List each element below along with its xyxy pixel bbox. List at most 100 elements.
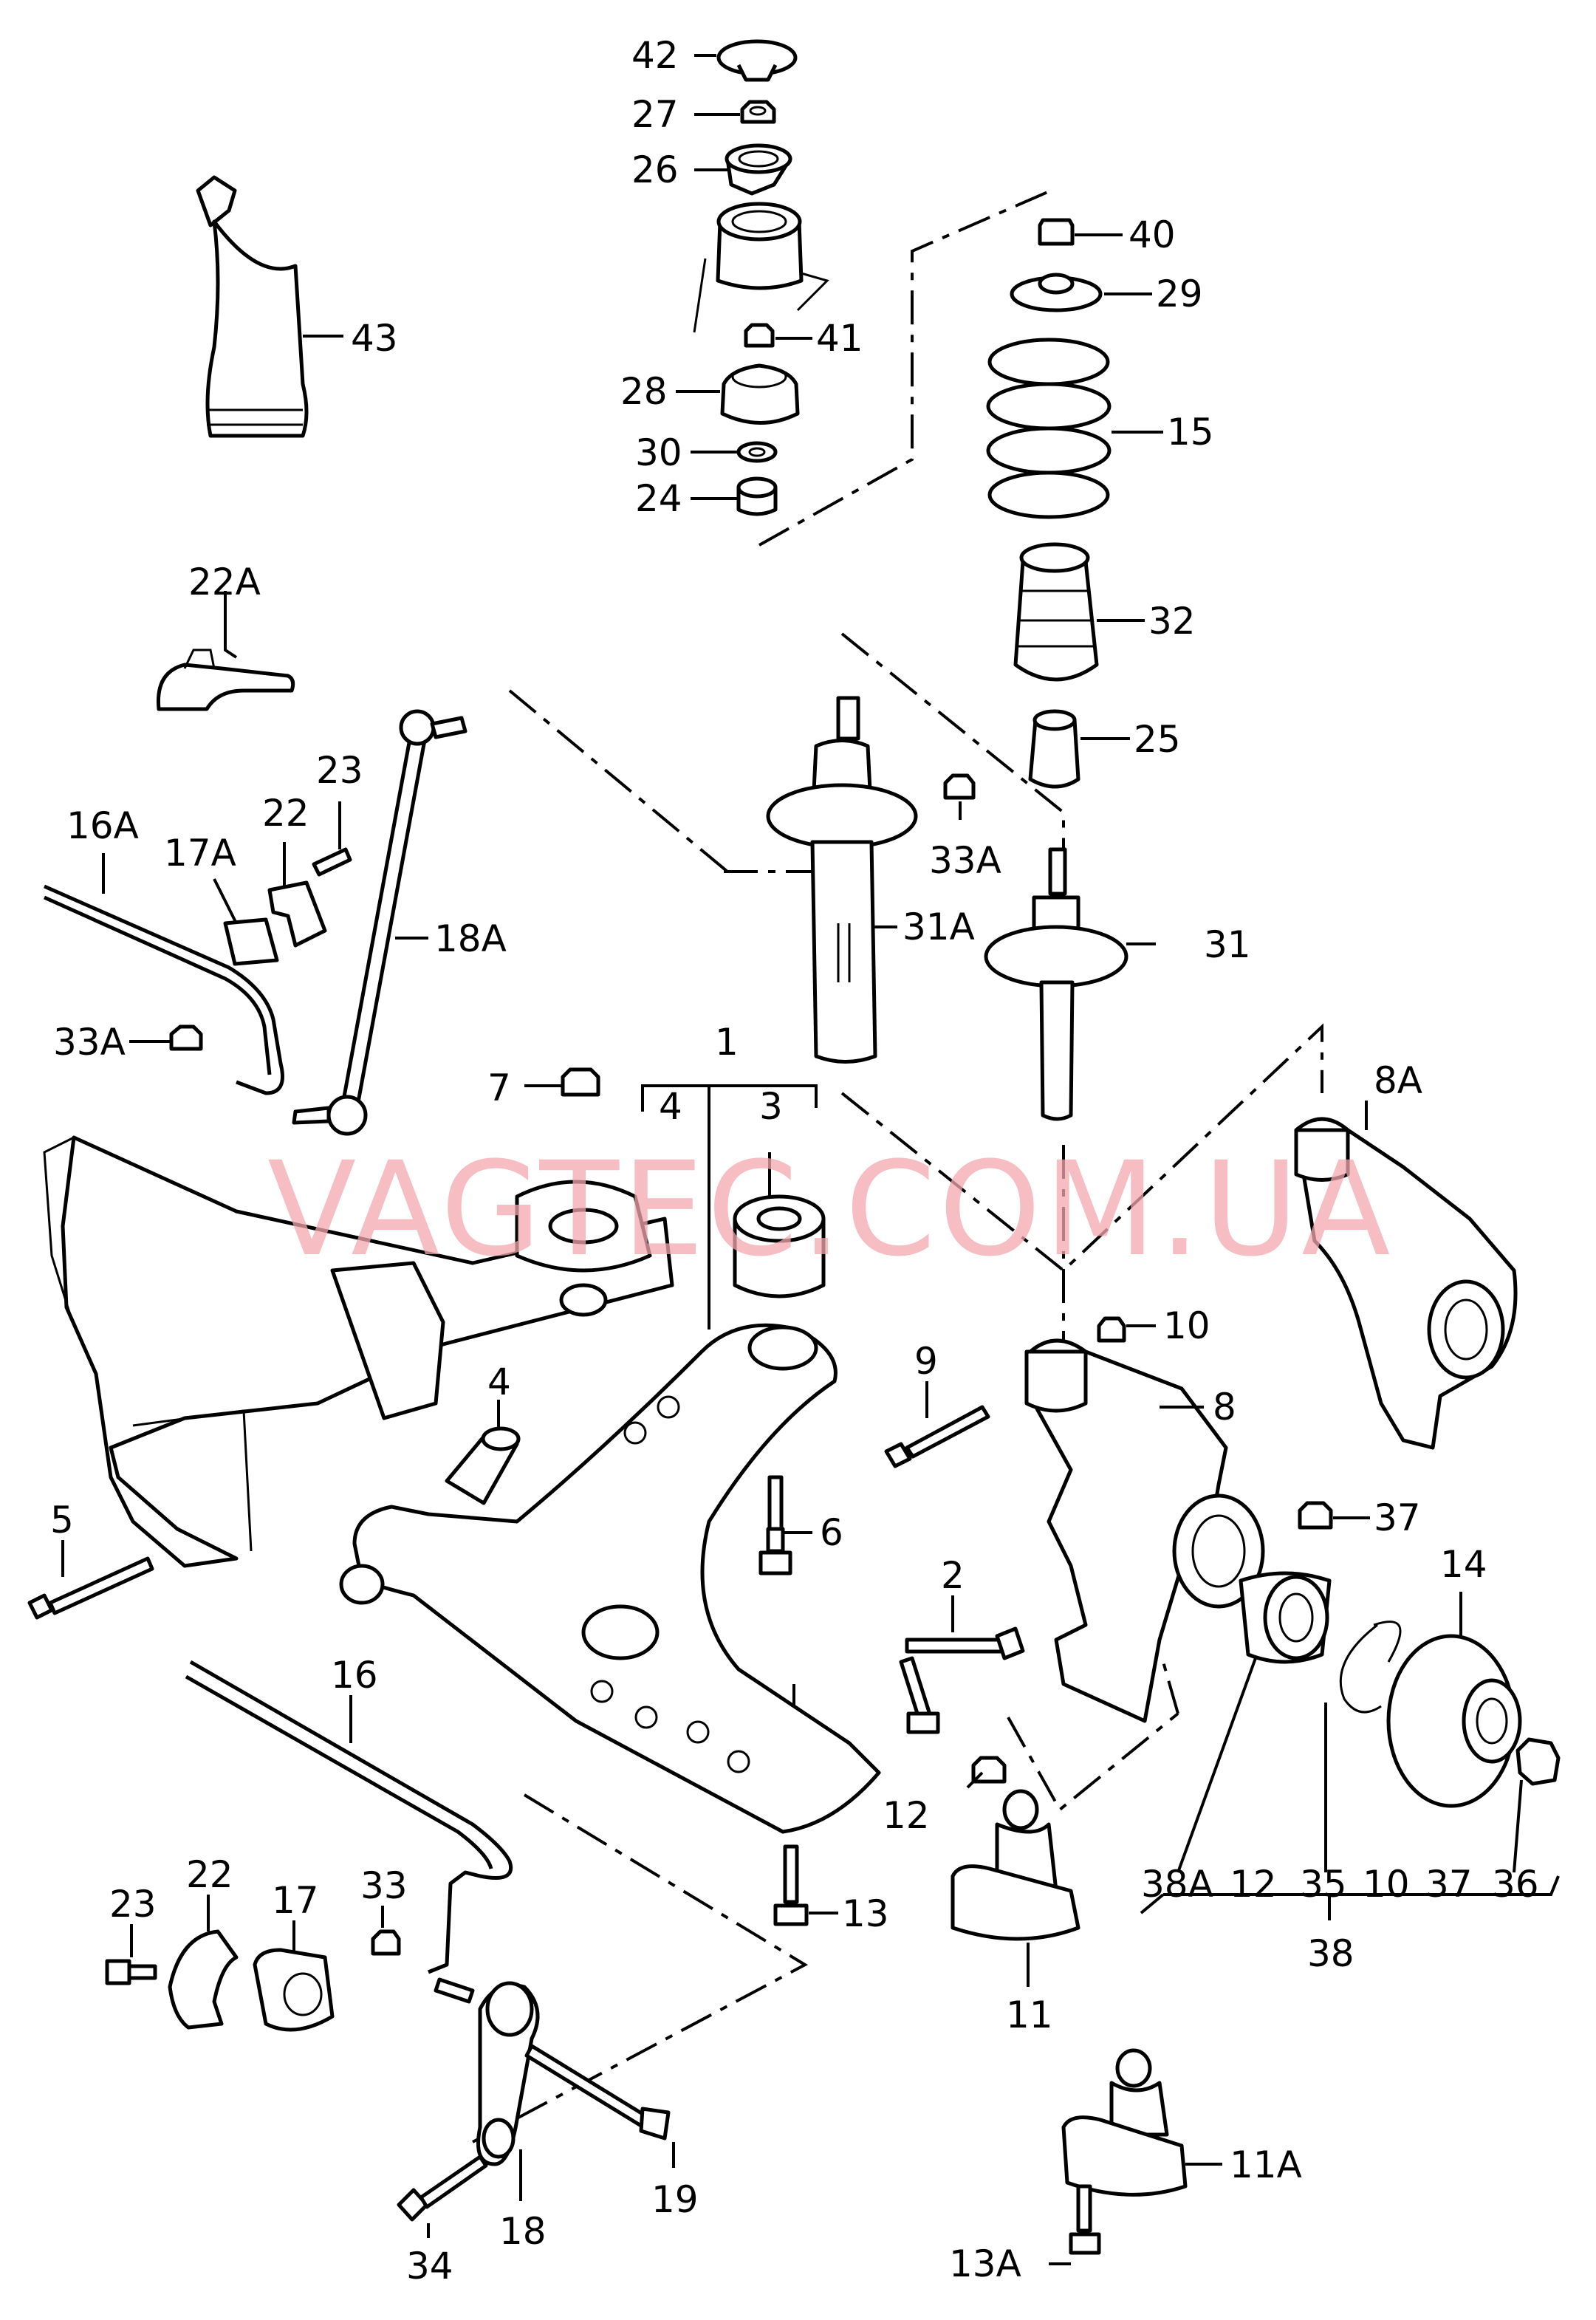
clamp-22 [267, 880, 327, 948]
label-10-top: 10 [1163, 1304, 1210, 1347]
label-40: 40 [1128, 213, 1176, 256]
label-28: 28 [620, 370, 668, 413]
label-6: 6 [820, 1511, 843, 1554]
label-32: 32 [1148, 600, 1196, 643]
nut-33A-left [169, 1024, 203, 1051]
label-8A: 8A [1374, 1059, 1422, 1102]
label-2: 2 [941, 1554, 965, 1597]
nut-33-bottom [371, 1929, 401, 1956]
label-18A: 18A [434, 917, 507, 960]
label-25: 25 [1134, 718, 1181, 761]
label-9: 9 [914, 1340, 938, 1383]
label-17: 17 [272, 1879, 319, 1922]
spring-seat-29 [1010, 273, 1103, 312]
label-10-bottom: 10 [1363, 1863, 1410, 1906]
boot-32 [1013, 542, 1099, 682]
label-35: 35 [1300, 1863, 1347, 1906]
clamp-22-bottom [168, 1929, 239, 2030]
label-41: 41 [816, 317, 863, 360]
label-29: 29 [1156, 273, 1203, 315]
label-33A-top: 33A [929, 839, 1001, 882]
label-19: 19 [651, 2178, 699, 2221]
watermark-text: VAGTEC.COM.UA [267, 1134, 1394, 1285]
nut-40 [1038, 218, 1075, 246]
bushing-24 [736, 476, 778, 516]
label-36: 36 [1492, 1863, 1539, 1906]
label-5: 5 [50, 1499, 74, 1541]
label-31: 31 [1204, 923, 1251, 966]
nut-41 [744, 323, 775, 348]
label-8: 8 [1213, 1386, 1236, 1428]
label-1: 1 [715, 1021, 739, 1064]
mount-28 [720, 363, 800, 425]
label-22-top: 22 [262, 792, 309, 835]
subframe [43, 1135, 674, 1568]
label-17A: 17A [164, 832, 236, 875]
hub-carrier-8A [1294, 1117, 1518, 1450]
nut-7 [561, 1067, 600, 1097]
bushing-3 [733, 1194, 826, 1298]
label-11: 11 [1006, 1994, 1053, 2036]
nut-33A-top [943, 773, 976, 800]
label-38: 38 [1307, 1932, 1354, 1975]
bolt-13 [773, 1844, 809, 1926]
control-arm [339, 1323, 881, 1834]
callout-labels: 42 27 26 43 40 29 41 28 15 30 24 22A 32 … [50, 34, 1539, 2288]
bushing-26 [725, 143, 792, 196]
ball-joint-11 [951, 1789, 1080, 1941]
label-12-bottom: 12 [1230, 1863, 1277, 1906]
circlip-35 [1339, 1621, 1402, 1714]
label-34: 34 [406, 2245, 453, 2288]
label-13: 13 [842, 1892, 889, 1935]
label-26: 26 [631, 148, 679, 191]
coupling-rod-18 [434, 1977, 540, 2166]
label-15: 15 [1167, 411, 1214, 454]
bushing-17-bottom [253, 1948, 335, 2032]
bushing-4 [445, 1426, 521, 1505]
label-30: 30 [635, 431, 682, 474]
bearing-38A [1239, 1571, 1332, 1664]
hub-14 [1386, 1634, 1522, 1808]
strut-mount-upper [693, 202, 829, 333]
label-13A: 13A [949, 2242, 1021, 2285]
washer-30 [736, 441, 778, 463]
label-37-top: 37 [1374, 1496, 1421, 1539]
label-16: 16 [331, 1654, 378, 1697]
bolt-19 [524, 2044, 671, 2141]
stabilizer-16 [185, 1660, 513, 1974]
bushing-17A [223, 917, 279, 966]
label-42: 42 [631, 34, 679, 77]
strut-31A [766, 696, 918, 1064]
label-11A: 11A [1230, 2143, 1302, 2186]
label-43: 43 [351, 317, 398, 360]
nut-37 [1298, 1501, 1333, 1530]
label-22-bottom: 22 [186, 1853, 233, 1896]
label-37-bottom: 37 [1425, 1863, 1473, 1906]
bolt-23 [312, 847, 352, 877]
label-22A: 22A [188, 561, 261, 603]
clamp-22A [156, 649, 295, 711]
label-16A: 16A [66, 804, 139, 847]
bolt-set-2 [899, 1626, 1025, 1734]
label-18: 18 [499, 2210, 547, 2253]
label-33A-left: 33A [53, 1021, 126, 1064]
label-24: 24 [635, 477, 682, 520]
bolt-23-bottom [105, 1959, 157, 1985]
cap-42 [716, 39, 798, 82]
bolt-6 [758, 1475, 792, 1575]
label-14: 14 [1440, 1543, 1487, 1586]
label-27: 27 [631, 93, 679, 136]
label-38A: 38A [1141, 1863, 1213, 1906]
label-7: 7 [487, 1067, 511, 1109]
bolt-5 [27, 1556, 154, 1620]
grease-tube-43 [196, 175, 309, 438]
label-4-mid: 4 [487, 1361, 511, 1403]
bolt-9 [884, 1405, 990, 1468]
label-4-top: 4 [659, 1085, 682, 1128]
nut-27 [740, 100, 776, 124]
label-23-bottom: 23 [109, 1883, 157, 1926]
label-33: 33 [360, 1864, 408, 1907]
label-23-top: 23 [316, 749, 363, 792]
label-31A: 31A [903, 906, 975, 948]
